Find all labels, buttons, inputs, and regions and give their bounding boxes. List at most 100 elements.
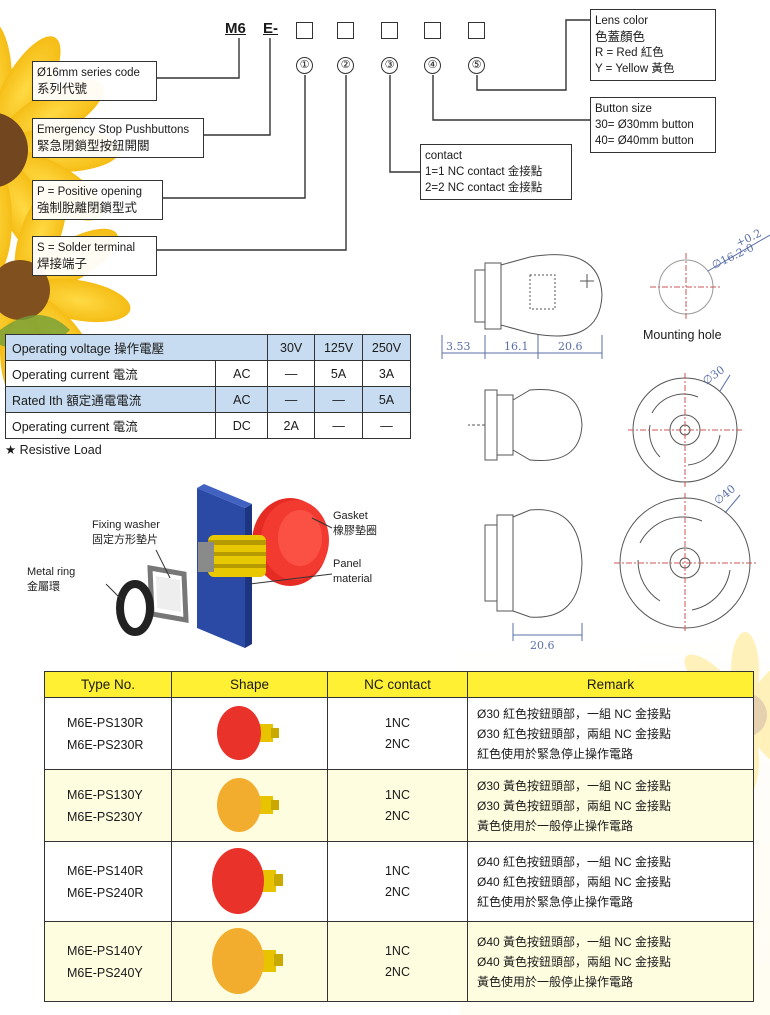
nc-value: 2NC — [384, 736, 410, 751]
diameter-30: ∅30 — [700, 363, 727, 387]
solder-terminal-label: S = Solder terminal 焊接端子 — [32, 236, 157, 276]
positive-opening-label: P = Positive opening 強制脫離閉鎖型式 — [32, 180, 163, 220]
button-size-label: Button size 30= Ø30mm button 40= Ø40mm b… — [590, 97, 716, 153]
contact-line2: 2=2 NC contact 金接點 — [425, 182, 543, 194]
nc-value: 2NC — [384, 884, 410, 899]
series-code-label: Ø16mm series code 系列代號 — [32, 61, 157, 101]
remark-line: Ø30 紅色按鈕頭部，一組 NC 金接點 — [477, 706, 672, 721]
contact-title: contact — [425, 150, 463, 162]
code-slot-1 — [296, 22, 313, 39]
header-remark: Remark — [467, 671, 754, 698]
nc-value: 1NC — [384, 863, 410, 878]
table-header-row: Type No. Shape NC contact Remark — [44, 671, 754, 698]
rating-label: Operating current 電流 — [4, 412, 217, 439]
type-cell: M6E-PS130Y M6E-PS230Y — [44, 769, 172, 842]
current-type: DC — [215, 412, 269, 439]
series-code-zh: 系列代號 — [37, 82, 88, 96]
type-number: M6E-PS230R — [67, 737, 144, 752]
type-cell: M6E-PS140Y M6E-PS240Y — [44, 921, 172, 1002]
remark-cell: Ø30 黃色按鈕頭部，一組 NC 金接點 Ø30 黃色按鈕頭部，兩組 NC 金接… — [467, 769, 754, 842]
shape-cell — [171, 841, 328, 922]
remark-line: Ø40 紅色按鈕頭部，兩組 NC 金接點 — [477, 874, 672, 889]
dimension-20-6-bottom: 20.6 — [530, 639, 555, 652]
assembly-illustration — [105, 484, 333, 648]
nc-value: 2NC — [384, 964, 410, 979]
type-number: M6E-PS130R — [67, 715, 144, 730]
remark-cell: Ø40 紅色按鈕頭部，一組 NC 金接點 Ø40 紅色按鈕頭部，兩組 NC 金接… — [467, 841, 754, 922]
electrical-ratings-table: Operating voltage 操作電壓 30V 125V 250V Ope… — [4, 334, 411, 439]
shape-cell — [171, 769, 328, 842]
nc-cell: 1NC 2NC — [327, 921, 468, 1002]
type-number: M6E-PS140R — [67, 863, 144, 878]
lens-color-title: Lens color — [595, 15, 649, 27]
dimension-20-6-top: 20.6 — [558, 340, 583, 353]
contact-line1: 1=1 NC contact 金接點 — [425, 166, 543, 178]
table-cell: 3A — [362, 360, 411, 387]
nc-cell: 1NC 2NC — [327, 769, 468, 842]
remark-line: Ø40 紅色按鈕頭部，一組 NC 金接點 — [477, 854, 672, 869]
table-cell: — — [267, 360, 316, 387]
series-code-en: Ø16mm series code — [37, 67, 140, 79]
code-slot-3 — [381, 22, 398, 39]
table-row: Operating current 電流 DC 2A — — — [4, 412, 411, 439]
side-view-bottom — [484, 509, 583, 641]
nc-value: 1NC — [384, 715, 410, 730]
mounting-hole-view — [650, 234, 770, 321]
solder-en: S = Solder terminal — [37, 242, 136, 254]
button-size-line2: 40= Ø40mm button — [595, 135, 694, 147]
rating-label: Operating voltage 操作電壓 — [4, 334, 269, 361]
header-shape: Shape — [171, 671, 328, 698]
nc-cell: 1NC 2NC — [327, 841, 468, 922]
button-shape-image — [216, 778, 279, 832]
code-series: E- — [263, 20, 278, 37]
table-cell: — — [314, 386, 364, 413]
button-shape-image — [211, 848, 283, 914]
table-cell: 5A — [314, 360, 364, 387]
code-slot-2 — [337, 22, 354, 39]
circled-number-2: ② — [337, 57, 354, 74]
hole-diameter: ∅16.2-0 — [710, 241, 756, 272]
panel-material-label: Panel material — [333, 557, 372, 587]
table-row: M6E-PS130R M6E-PS230R 1NC 2NC Ø30 紅色按鈕頭部… — [44, 697, 754, 770]
rating-label: Operating current 電流 — [4, 360, 217, 387]
front-view-30 — [628, 373, 742, 487]
header-type-no: Type No. — [44, 671, 172, 698]
fixing-washer-label: Fixing washer 固定方形墊片 — [92, 518, 160, 548]
circled-number-3: ③ — [381, 57, 398, 74]
technical-drawings: 3.53 16.1 20.6 20.6 +0.2 ∅16.2-0 ∅30 ∅40 — [441, 227, 770, 652]
nc-value: 1NC — [384, 787, 410, 802]
table-cell: 5A — [362, 386, 411, 413]
contact-label: contact 1=1 NC contact 金接點 2=2 NC contac… — [420, 144, 572, 200]
emergency-zh: 緊急閉鎖型按鈕開關 — [37, 139, 150, 153]
nc-value: 1NC — [384, 943, 410, 958]
table-row: M6E-PS130Y M6E-PS230Y 1NC 2NC Ø30 黃色按鈕頭部… — [44, 769, 754, 842]
emergency-label: Emergency Stop Pushbuttons 緊急閉鎖型按鈕開關 — [32, 118, 204, 158]
voltage-250: 250V — [362, 334, 411, 361]
nc-value: 2NC — [384, 808, 410, 823]
button-size-title: Button size — [595, 103, 652, 115]
remark-cell: Ø40 黃色按鈕頭部，一組 NC 金接點 Ø40 黃色按鈕頭部，兩組 NC 金接… — [467, 921, 754, 1002]
solder-zh: 焊接端子 — [37, 257, 88, 271]
current-type: AC — [215, 386, 269, 413]
code-prefix: M6 — [225, 20, 246, 37]
front-view-40 — [614, 493, 756, 633]
header-nc-contact: NC contact — [327, 671, 468, 698]
metal-ring-en: Metal ring — [27, 566, 76, 578]
button-size-line1: 30= Ø30mm button — [595, 119, 694, 131]
table-cell: 2A — [267, 412, 316, 439]
gasket-en: Gasket — [333, 510, 368, 522]
type-number: M6E-PS130Y — [67, 787, 143, 802]
positive-zh: 強制脫離閉鎖型式 — [37, 201, 138, 215]
table-row: Operating current 電流 AC — 5A 3A — [4, 360, 411, 387]
product-table: Type No. Shape NC contact Remark M6E-PS1… — [44, 671, 754, 1002]
shape-cell — [171, 921, 328, 1002]
resistive-load-note: ★ Resistive Load — [5, 443, 102, 457]
table-cell: — — [362, 412, 411, 439]
remark-line: Ø40 黃色按鈕頭部，兩組 NC 金接點 — [477, 954, 672, 969]
type-number: M6E-PS230Y — [67, 809, 143, 824]
panel-en: Panel — [333, 558, 362, 570]
table-row: M6E-PS140R M6E-PS240R 1NC 2NC Ø40 紅色按鈕頭部… — [44, 841, 754, 922]
emergency-en: Emergency Stop Pushbuttons — [37, 124, 190, 136]
remark-line: 紅色使用於緊急停止操作電路 — [477, 894, 634, 909]
metal-ring-label: Metal ring 金屬環 — [27, 565, 75, 595]
